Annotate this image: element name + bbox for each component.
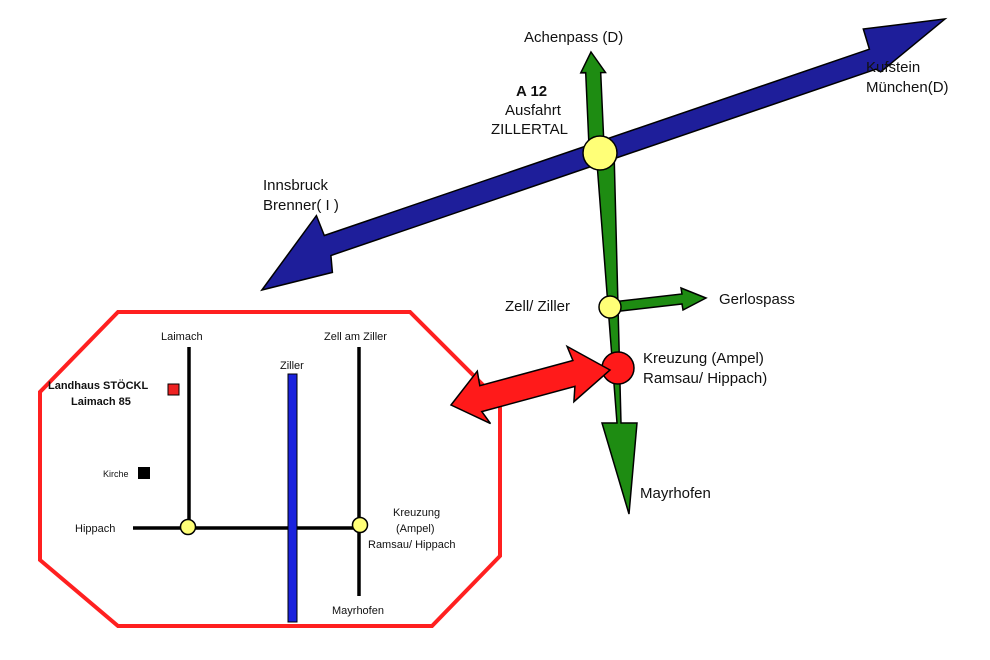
label-muenchen: München(D) <box>866 79 949 96</box>
label-achenpass: Achenpass (D) <box>524 29 623 46</box>
junction-zell-ziller <box>598 295 622 319</box>
label-kufstein: Kufstein <box>866 59 920 76</box>
inset-label-hippach: Hippach <box>75 523 115 535</box>
inset-junction-hippach-laimach <box>179 518 197 536</box>
inset-label-laimach: Laimach <box>161 331 203 343</box>
inset-label-ziller: Ziller <box>280 360 304 372</box>
label-exit-ausfahrt: Ausfahrt <box>505 102 562 119</box>
label-mayrhofen: Mayrhofen <box>640 485 711 502</box>
inset-river-ziller <box>287 373 298 623</box>
inset-label-kreuzung: Kreuzung <box>393 507 440 519</box>
road-south-mayrhofen-arrow <box>595 149 638 515</box>
inset-label-ramsau-hippach: Ramsau/ Hippach <box>368 539 455 551</box>
label-motorway-a12: A 12 <box>516 83 547 100</box>
inset-label-ampel: (Ampel) <box>396 523 435 535</box>
label-kreuzung-ampel: Kreuzung (Ampel) <box>643 350 764 367</box>
inset-label-mayrhofen: Mayrhofen <box>332 605 384 617</box>
inset-map-border <box>38 310 502 628</box>
inset-label-kirche: Kirche <box>103 469 129 479</box>
label-ramsau-hippach: Ramsau/ Hippach) <box>643 370 767 387</box>
church-marker <box>138 467 150 479</box>
label-gerlospass: Gerlospass <box>719 291 795 308</box>
inset-label-zell-am-ziller: Zell am Ziller <box>324 331 387 343</box>
label-innsbruck: Innsbruck <box>263 177 329 194</box>
label-exit-zillertal: ZILLERTAL <box>491 121 568 138</box>
inset-label-hotel-name: Landhaus STÖCKL <box>48 379 149 392</box>
label-zell-ziller: Zell/ Ziller <box>505 298 570 315</box>
hotel-marker <box>167 383 180 396</box>
zoom-link-arrow <box>449 344 612 425</box>
inset-junction-kreuzung <box>351 516 369 534</box>
inset-label-hotel-address: Laimach 85 <box>71 396 131 408</box>
label-brenner: Brenner( I ) <box>263 197 339 214</box>
junction-a12-zillertal <box>582 135 618 171</box>
road-east-gerlospass-arrow <box>611 286 708 313</box>
